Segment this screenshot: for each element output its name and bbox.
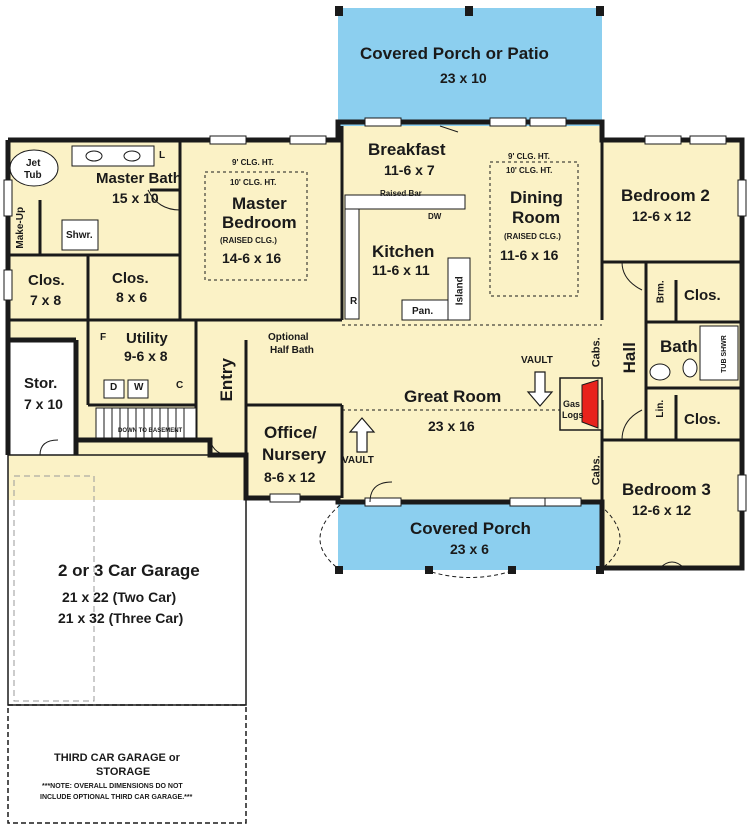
note-line-1: ***NOTE: OVERALL DIMENSIONS DO NOT bbox=[42, 783, 183, 790]
windows bbox=[3, 117, 747, 512]
cabinets-bottom-label: Cabs. bbox=[590, 455, 603, 486]
hall-label: Hall bbox=[619, 342, 639, 374]
vault-arrows bbox=[348, 371, 554, 453]
utility-w-label: W bbox=[134, 382, 144, 393]
third-garage-label-1: THIRD CAR GARAGE or bbox=[54, 752, 180, 764]
dining-ceiling-1: 9' CLG. HT. bbox=[508, 152, 550, 161]
bedroom2-name: Bedroom 2 bbox=[621, 186, 710, 205]
note-line-2: INCLUDE OPTIONAL THIRD CAR GARAGE.*** bbox=[40, 794, 193, 801]
shower-label: Shwr. bbox=[66, 230, 93, 241]
bath-label: Bath bbox=[660, 337, 698, 356]
linen-closet-label: Lin. bbox=[655, 399, 667, 418]
raised-ceiling-outlines bbox=[204, 161, 602, 411]
kitchen-name: Kitchen bbox=[372, 242, 435, 261]
front-porch-name: Covered Porch bbox=[410, 519, 531, 538]
gas-logs-label-1: Gas bbox=[563, 399, 581, 409]
breakfast-name: Breakfast bbox=[368, 140, 446, 159]
dw-label: DW bbox=[428, 212, 442, 221]
broom-closet-label: Brm. bbox=[655, 280, 667, 304]
vault-left-label: VAULT bbox=[342, 455, 374, 466]
door-swings bbox=[39, 125, 685, 569]
dining-name-1: Dining bbox=[510, 188, 563, 207]
raised-bar-label: Raised Bar bbox=[380, 189, 422, 198]
utility-name: Utility bbox=[126, 330, 168, 347]
master-bed-dim: 14-6 x 16 bbox=[222, 250, 282, 266]
storage-dim: 7 x 10 bbox=[24, 396, 63, 412]
master-ceiling-2: 10' CLG. HT. bbox=[230, 178, 277, 187]
cabinets-top-label: Cabs. bbox=[590, 337, 603, 368]
vault-right-label: VAULT bbox=[521, 355, 553, 366]
master-bath-name: Master Bath bbox=[96, 170, 182, 187]
office-name-1: Office/ bbox=[264, 423, 317, 442]
closet-mid-dim: 8 x 6 bbox=[116, 289, 148, 305]
garage-name: 2 or 3 Car Garage bbox=[58, 561, 200, 580]
kitchen-dim: 11-6 x 11 bbox=[372, 262, 430, 278]
front-porch-fill bbox=[338, 502, 602, 570]
utility-c-label: C bbox=[176, 380, 184, 391]
entry-label: Entry bbox=[216, 358, 236, 402]
third-garage-label-2: STORAGE bbox=[96, 766, 151, 778]
dining-note: (RAISED CLG.) bbox=[504, 232, 561, 241]
master-bed-name-2: Bedroom bbox=[222, 213, 297, 232]
porch-bay-arcs bbox=[319, 504, 621, 578]
front-porch-dim: 23 x 6 bbox=[450, 541, 489, 557]
pantry-label: Pan. bbox=[412, 306, 434, 317]
rear-porch-name: Covered Porch or Patio bbox=[360, 44, 549, 63]
office-dim: 8-6 x 12 bbox=[264, 469, 316, 485]
jet-tub-label-2: Tub bbox=[24, 170, 42, 181]
kitchen-counters bbox=[344, 194, 471, 321]
closet-b3-label: Clos. bbox=[684, 411, 721, 428]
bedroom3-name: Bedroom 3 bbox=[622, 480, 711, 499]
makeup-label: Make-Up bbox=[15, 206, 27, 249]
closet-left-dim: 7 x 8 bbox=[30, 292, 62, 308]
bedroom3-dim: 12-6 x 12 bbox=[632, 502, 692, 518]
tub-shower-label: TUB SHWR bbox=[720, 335, 728, 373]
half-bath-label-1: Optional bbox=[268, 332, 309, 343]
master-bed-note: (RAISED CLG.) bbox=[220, 236, 277, 245]
closet-b2-label: Clos. bbox=[684, 287, 721, 304]
fridge-label: R bbox=[350, 296, 358, 307]
storage-area bbox=[8, 340, 76, 455]
dining-ceiling-2: 10' CLG. HT. bbox=[506, 166, 553, 175]
great-room-name: Great Room bbox=[404, 387, 502, 406]
rear-porch-dim: 23 x 10 bbox=[440, 70, 487, 86]
utility-dim: 9-6 x 8 bbox=[124, 348, 168, 364]
closet-mid-name: Clos. bbox=[112, 270, 149, 287]
utility-f-label: F bbox=[100, 332, 107, 343]
master-ceiling-1: 9' CLG. HT. bbox=[232, 158, 274, 167]
down-basement-label: DOWN TO BASEMENT bbox=[118, 428, 183, 434]
storage-name: Stor. bbox=[24, 375, 58, 392]
breakfast-dim: 11-6 x 7 bbox=[384, 162, 435, 178]
closet-left-name: Clos. bbox=[28, 272, 65, 289]
island-label: Island bbox=[454, 276, 466, 306]
dining-dim: 11-6 x 16 bbox=[500, 247, 559, 263]
bath-fixtures bbox=[9, 145, 739, 399]
garage-walls bbox=[7, 454, 247, 824]
office-name-2: Nursery bbox=[262, 445, 327, 464]
dining-name-2: Room bbox=[512, 208, 561, 227]
fireplace-fire bbox=[581, 379, 599, 429]
rear-porch-fill bbox=[338, 8, 602, 126]
great-room-dim: 23 x 16 bbox=[428, 418, 475, 434]
jet-tub-label-1: Jet bbox=[26, 158, 41, 169]
utility-d-label: D bbox=[110, 382, 118, 393]
garage-dim-three-car: 21 x 32 (Three Car) bbox=[58, 610, 184, 626]
master-bed-name-1: Master bbox=[232, 194, 287, 213]
bedroom2-dim: 12-6 x 12 bbox=[632, 208, 692, 224]
basement-stairs bbox=[95, 407, 197, 439]
gas-logs-label-2: Logs bbox=[562, 410, 584, 420]
master-bath-dim: 15 x 10 bbox=[112, 190, 159, 206]
linen-l-label: L bbox=[159, 150, 166, 161]
garage-dim-two-car: 21 x 22 (Two Car) bbox=[62, 589, 177, 605]
half-bath-label-2: Half Bath bbox=[270, 345, 314, 356]
